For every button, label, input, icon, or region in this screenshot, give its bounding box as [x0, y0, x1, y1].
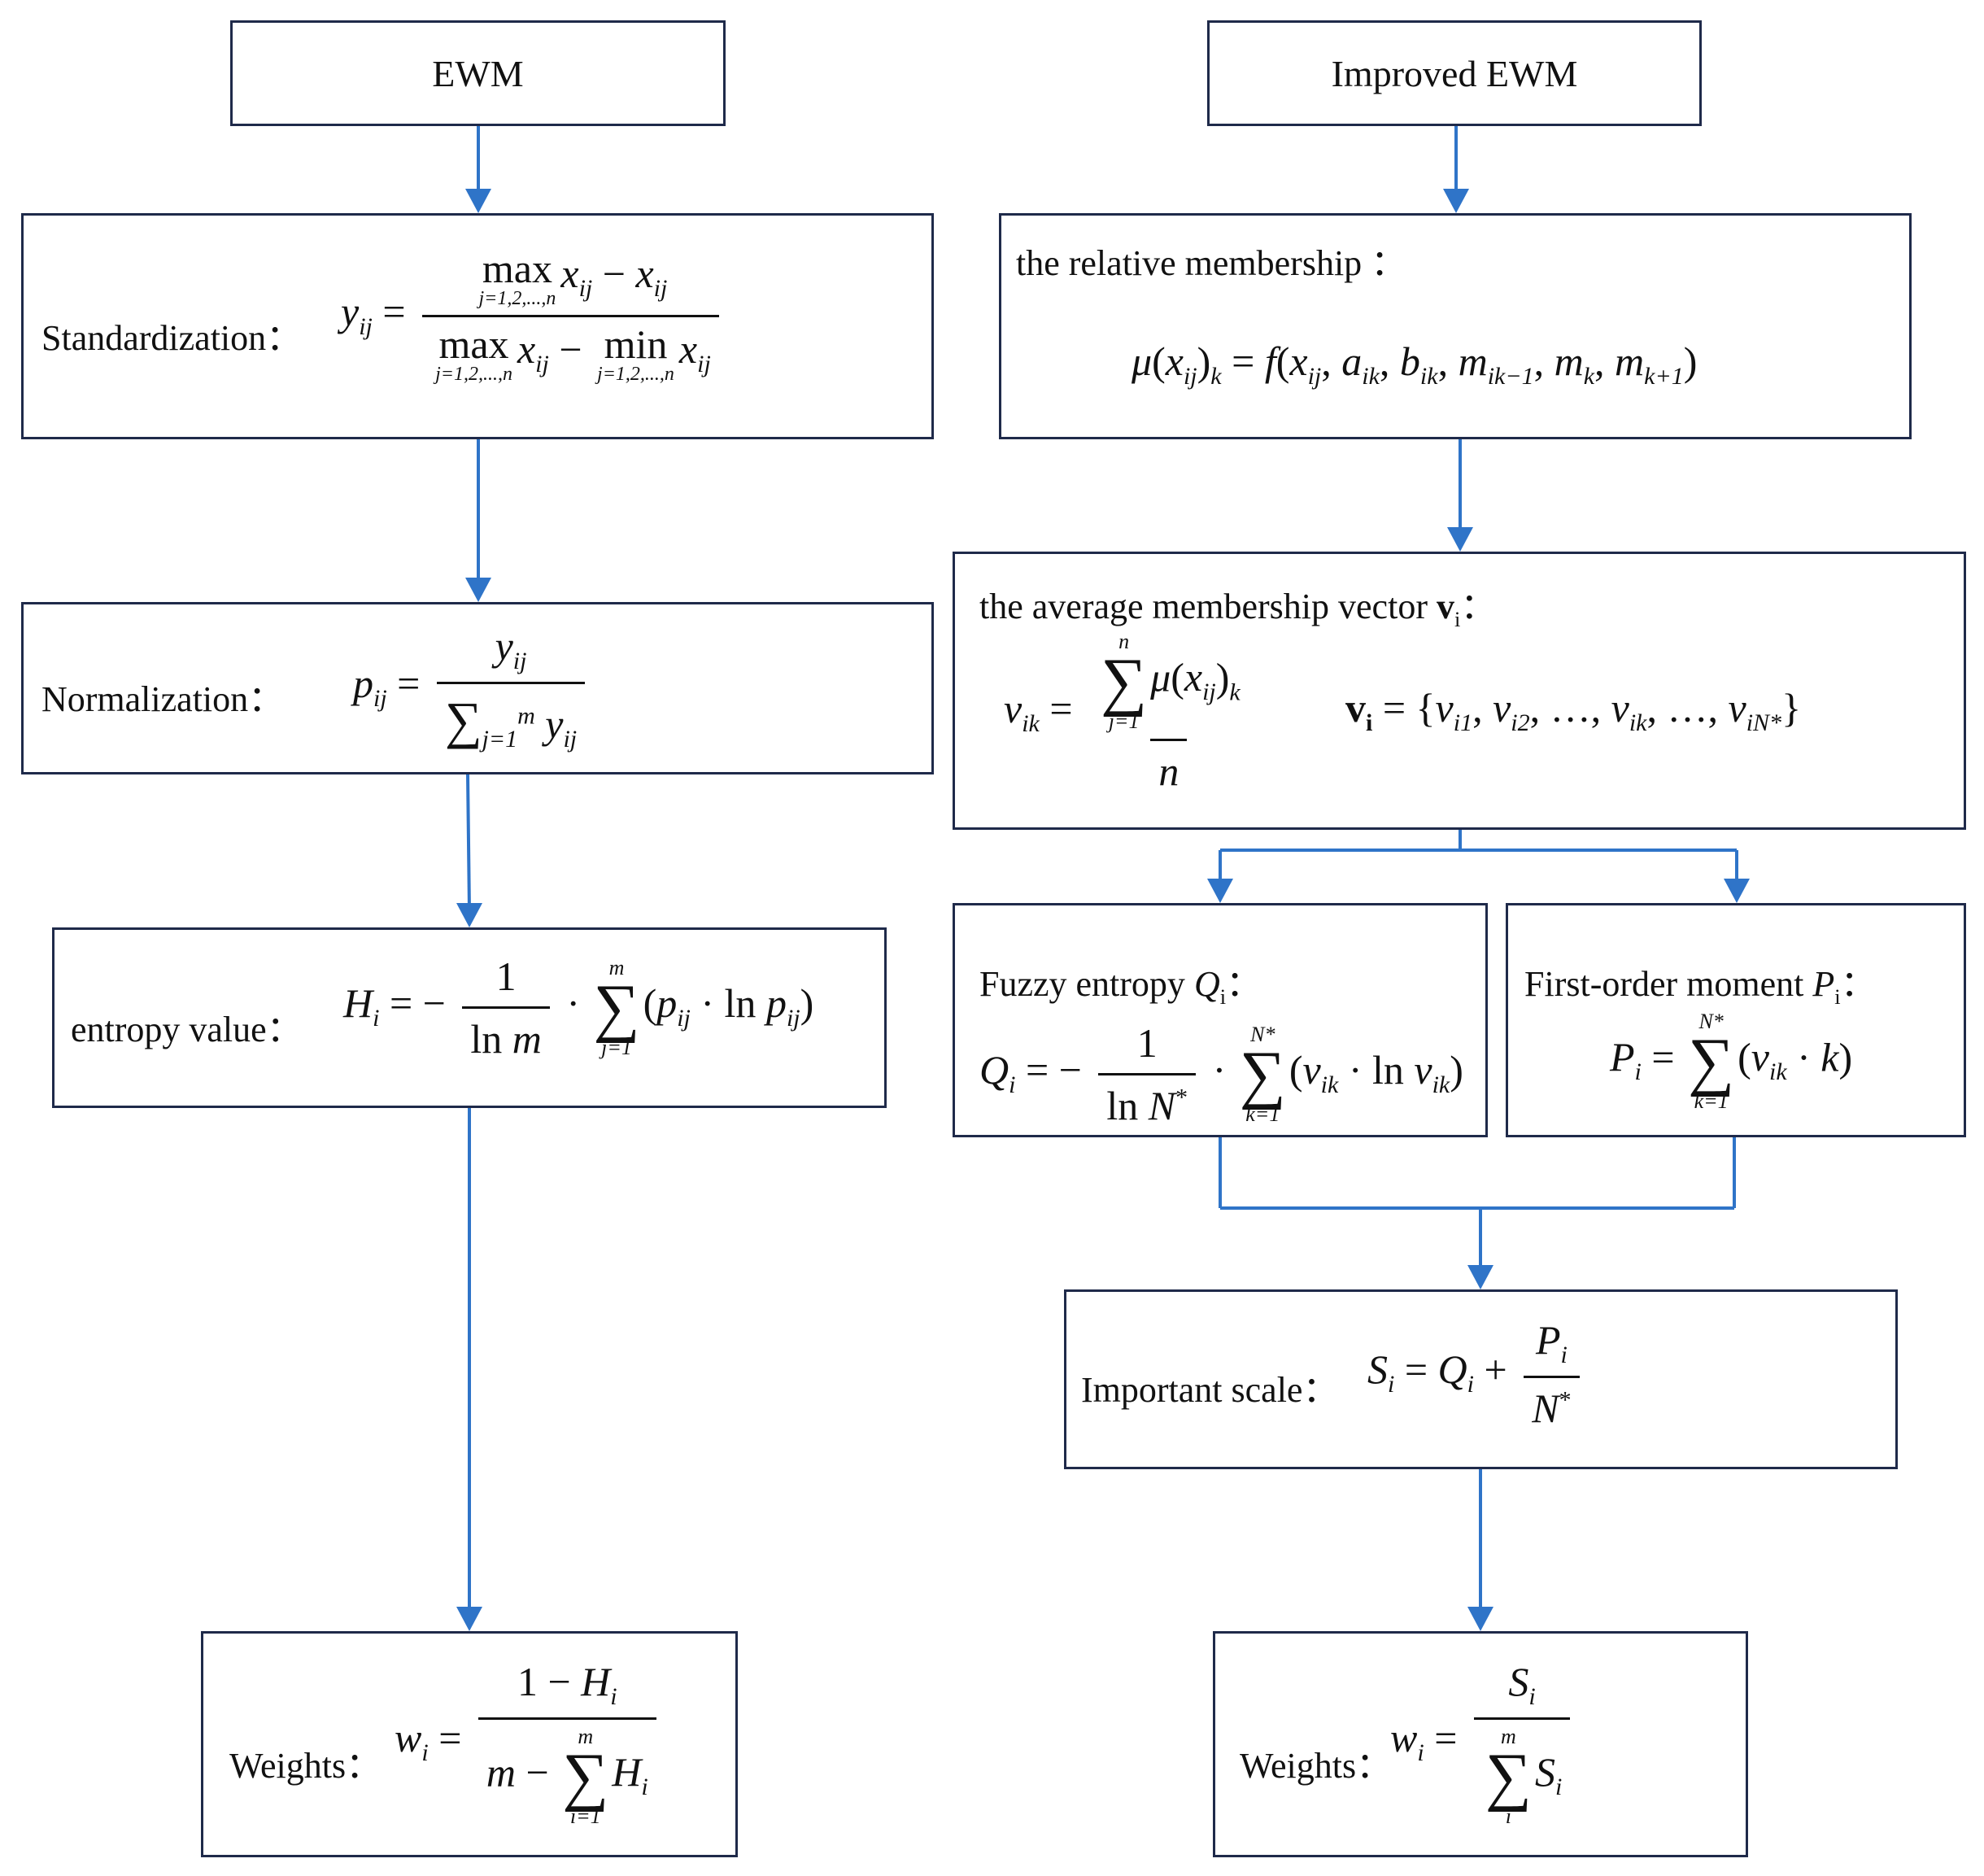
important-scale-label: Important scale： — [1081, 1370, 1339, 1410]
first-order-moment-label-text: First-order moment — [1524, 964, 1804, 1004]
ewm-title-box: EWM — [230, 20, 726, 126]
vi-vector-formula: vi = {vi1, vi2, …, vik, …, viN*} — [1345, 685, 1802, 736]
avg-vector-label-text: the average membership vector — [979, 587, 1428, 626]
normalization-label: Normalization： — [41, 679, 285, 719]
arrow-normalization-to-entropy — [466, 774, 471, 912]
membership-label: the relative membership ： — [1016, 243, 1407, 283]
membership-formula: μ(xij)k = f(xij, aik, bik, mik−1, mk, mk… — [1132, 338, 1698, 390]
standardization-label: Standardization： — [41, 318, 303, 358]
first-order-moment-formula: Pi = N*∑k=1(vik · k) — [1610, 1010, 1853, 1113]
fuzzy-entropy-label: Fuzzy entropy Qi： — [979, 964, 1262, 1009]
fuzzy-entropy-label-text: Fuzzy entropy — [979, 964, 1185, 1004]
weights-right-label: Weights： — [1240, 1746, 1393, 1786]
weights-left-label: Weights： — [229, 1746, 382, 1786]
first-order-moment-box: First-order moment Pi： Pi = N*∑k=1(vik ·… — [1506, 903, 1966, 1137]
ewm-title: EWM — [432, 52, 524, 94]
first-order-moment-label: First-order moment Pi： — [1524, 964, 1877, 1009]
normalization-formula: pij = yij ∑j=1m yij — [353, 622, 591, 753]
avg-vector-box: the average membership vector vi： vik = … — [953, 552, 1966, 830]
entropy-label: entropy value： — [71, 1010, 303, 1049]
avg-vector-label: the average membership vector vi： — [979, 587, 1497, 631]
improved-ewm-title-box: Improved EWM — [1207, 20, 1702, 126]
improved-ewm-title: Improved EWM — [1331, 52, 1578, 94]
membership-box: the relative membership ： μ(xij)k = f(xi… — [999, 213, 1912, 439]
normalization-box: Normalization： pij = yij ∑j=1m yij — [21, 602, 934, 774]
